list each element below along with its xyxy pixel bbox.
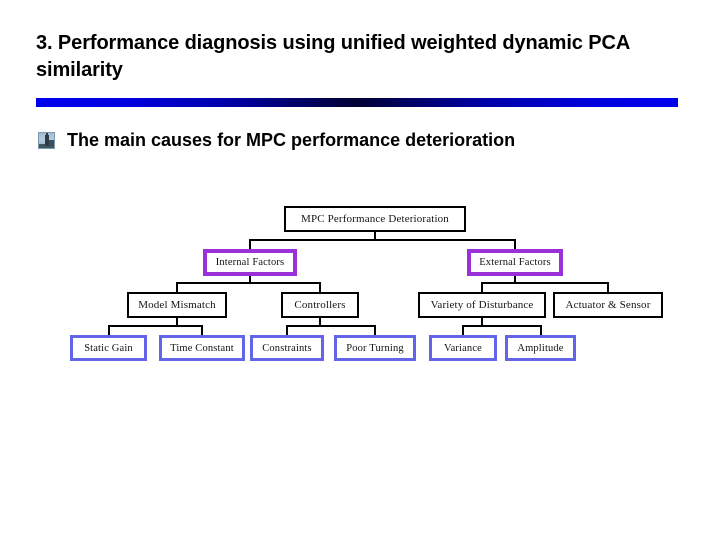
connector-line: [514, 239, 516, 249]
connector-line: [481, 282, 609, 284]
diagram-node-root: MPC Performance Deterioration: [284, 206, 466, 232]
connector-line: [176, 282, 178, 292]
diagram-node-label: Static Gain: [84, 342, 133, 354]
connector-line: [176, 282, 321, 284]
title-divider-rule: [36, 98, 678, 107]
connector-line: [249, 239, 251, 249]
diagram-node-label: Actuator & Sensor: [565, 299, 651, 311]
connector-line: [481, 318, 483, 325]
diagram-node-poorturning: Poor Turning: [334, 335, 416, 361]
diagram-node-label: Internal Factors: [215, 257, 285, 268]
diagram-node-variance: Variance: [429, 335, 497, 361]
diagram-node-label: MPC Performance Deterioration: [301, 213, 449, 225]
diagram-node-label: Model Mismatch: [138, 299, 216, 311]
connector-line: [249, 276, 251, 282]
diagram-node-constraints: Constraints: [250, 335, 324, 361]
connector-line: [539, 325, 542, 335]
diagram-node-external: External Factors: [467, 249, 563, 276]
diagram-node-label: Variety of Disturbance: [430, 299, 534, 311]
connector-line: [514, 276, 516, 282]
diagram-node-amplitude: Amplitude: [505, 335, 576, 361]
connector-line: [201, 325, 203, 335]
connector-line: [107, 325, 110, 335]
connector-line: [286, 325, 376, 327]
bullet-text: The main causes for MPC performance dete…: [67, 130, 516, 150]
diagram-node-label: Controllers: [294, 299, 346, 311]
diagram-node-actuator: Actuator & Sensor: [553, 292, 663, 318]
page-title: 3. Performance diagnosis using unified w…: [36, 32, 630, 81]
diagram-node-label: Variance: [444, 342, 482, 354]
connector-line: [176, 318, 178, 325]
connector-line: [249, 239, 516, 241]
diagram-node-label: External Factors: [479, 257, 551, 268]
connector-line: [286, 325, 288, 335]
connector-line: [374, 232, 376, 239]
connector-line: [319, 282, 321, 292]
diagram-node-timeconst: Time Constant: [159, 335, 245, 361]
diagram-node-label: Constraints: [262, 342, 312, 354]
diagram-node-mismatch: Model Mismatch: [127, 292, 227, 318]
connector-line: [462, 325, 542, 327]
diagram-node-controllers: Controllers: [281, 292, 359, 318]
diagram-node-label: Poor Turning: [346, 342, 404, 354]
diagram-node-label: Time Constant: [170, 342, 234, 354]
connector-line: [607, 282, 609, 292]
connector-line: [107, 325, 203, 327]
connector-line: [481, 282, 483, 292]
diagram-node-variety: Variety of Disturbance: [418, 292, 546, 318]
diagram-node-label: Amplitude: [517, 342, 564, 354]
diagram-node-internal: Internal Factors: [203, 249, 297, 276]
bullet-row: The main causes for MPC performance dete…: [38, 130, 515, 151]
picture-bullet-icon: [38, 132, 55, 149]
connector-line: [462, 325, 464, 335]
connector-line: [374, 325, 376, 335]
connector-line: [319, 318, 321, 325]
diagram-node-staticgain: Static Gain: [70, 335, 147, 361]
